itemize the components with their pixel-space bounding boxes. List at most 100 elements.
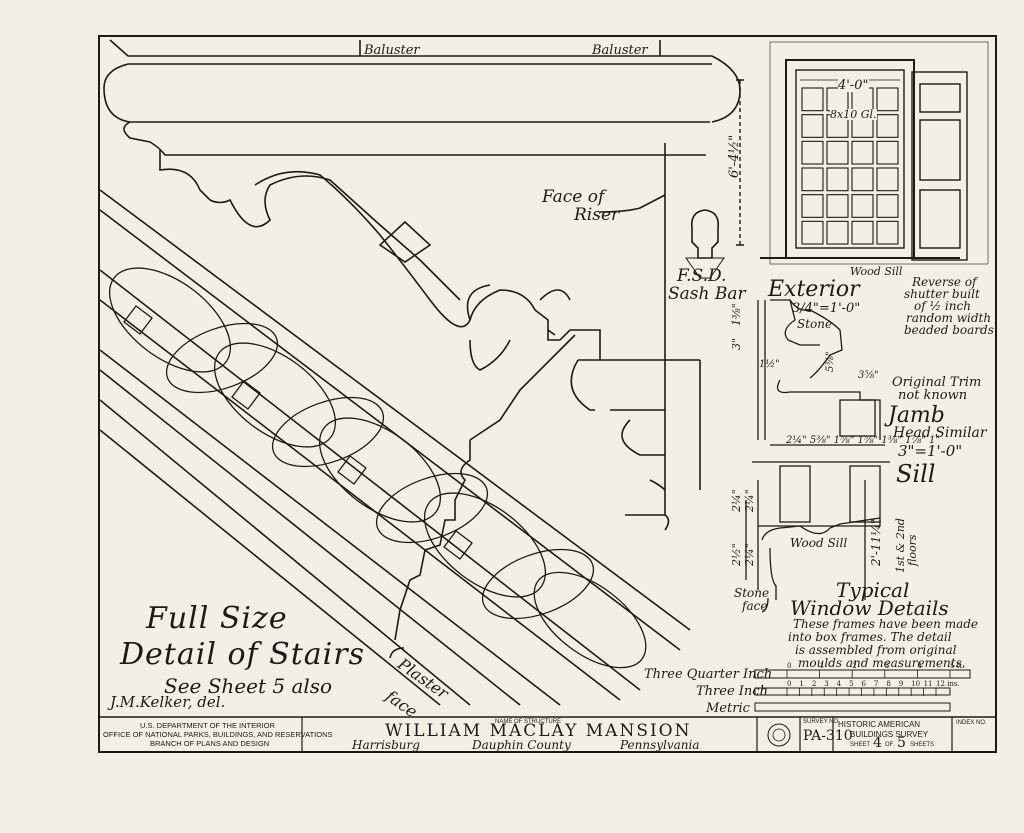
three-inch-scale-tick-label: 4 [837,680,842,688]
stair-note: See Sheet 5 also [164,674,333,698]
frames-note-3: is assembled from original [795,643,957,657]
frames-note-4: moulds and measurements. [798,656,966,670]
dept-line-3: BRANCH OF PLANS AND DESIGN [150,739,270,748]
shutter-note-3: of ½ inch [914,299,971,313]
window-pane [851,140,874,165]
window-pane [801,220,824,245]
delineator-credit: J.M.Kelker, del. [110,693,226,711]
window-glass-label: 8x10 Gl. [830,108,877,121]
jamb-dims: 2¼" 5⅜" 1⅝" 1⅝" 1⅜" 1⅞" 1" [786,435,940,446]
exterior-scale: 3/4"=1'-0" [792,301,861,316]
dim-2-1-4-c: 2¼" [743,543,756,566]
three-inch-scale-tick-label: 10 [911,680,920,688]
three-inch-scale-tick-label: 3 [824,680,828,688]
dim-1-3-8: 1⅜" [730,303,743,326]
shutter-note-5: beaded boards [904,323,994,337]
structure-name: WILLIAM MACLAY MANSION [385,721,692,741]
floor-note-2: floors [906,534,919,567]
shutter-note-2: shutter built [904,287,980,301]
window-pane [876,167,899,192]
sheet-border [98,35,997,753]
three-quarter-scale-tick-label: 5 ft. [950,662,964,670]
baluster-label-1: Baluster [364,43,420,58]
of-word: OF [885,742,894,748]
window-pane [826,140,849,165]
three-quarter-scale-tick-label: 3 [885,662,889,670]
three-inch-scale-tick-label: 12 ins. [936,680,960,688]
window-pane [826,194,849,218]
head-similar-label: Head Similar [893,425,987,441]
three-inch-scale-tick-label: 1 [799,680,803,688]
title-block-frame [99,716,996,752]
stone-face-label-1: Stone [734,586,770,600]
window-pane [876,140,899,165]
window-pane [876,220,899,245]
dept-line-2: OFFICE OF NATIONAL PARKS, BUILDINGS, AND… [103,730,333,739]
original-trim-label-2: not known [898,388,968,403]
three-inch-scale-tick-label: 5 [849,680,853,688]
window-pane [826,167,849,192]
stone-label: Stone [797,317,833,331]
original-trim-label-1: Original Trim [892,375,982,390]
window-pane [801,194,824,218]
three-inch-scale-tick-label: 11 [924,680,933,688]
typical-title-1: Typical [836,578,910,602]
three-quarter-scale-tick-label: 2 [852,662,856,670]
floor-note-1: 1st & 2nd [894,518,907,573]
stone-face-label-2: face [742,599,768,613]
window-pane [826,220,849,245]
baluster-label-2: Baluster [592,43,648,58]
sash-bar-label-2: Sash Bar [668,284,746,304]
survey-number: PA-310 [803,728,853,744]
window-height-dim: 6'-4½" [727,134,742,178]
sheet-word: SHEET [850,742,871,748]
jamb-sill-detail [745,299,890,613]
stair-detail-drawing [99,39,741,706]
window-pane [851,220,874,245]
sheets-word: SHEETS [910,742,935,748]
window-pane [876,114,899,138]
dim-5-3-8: 5⅜" [825,351,836,372]
three-quarter-scale-tick-label: 0 [787,662,791,670]
three-inch-scale-tick-label: 6 [862,680,867,688]
dim-2-1-4-a: 2¼" [730,489,743,512]
typical-title-2: Window Details [790,596,949,620]
sill-label: Sill [896,460,936,488]
window-elevation [736,41,989,265]
scale-three-quarter-label: Three Quarter Inch [644,667,773,682]
dept-line-1: U.S. DEPARTMENT OF THE INTERIOR [140,721,275,730]
sheet-total: 5 [897,735,906,751]
three-inch-scale-tick-label: 7 [874,680,878,688]
sash-bar-label: F.S.D. [677,266,727,286]
name-caption: NAME OF STRUCTURE [495,719,561,725]
three-inch-scale-tick-label: 2 [812,680,816,688]
index-caption: INDEX NO. [956,720,987,726]
scale-metric-label: Metric [706,701,750,716]
location-state: Pennsylvania [620,738,700,752]
three-inch-scale-tick-label: 9 [899,680,903,688]
scale-three-inch-label: Three Inch [696,684,768,699]
habs-line-1: HISTORIC AMERICAN [838,720,921,729]
habs-line-2: BUILDINGS SURVEY [850,730,929,739]
three-quarter-scale-tick-label: 4 [917,662,922,670]
wood-sill-label-2: Wood Sill [790,536,848,550]
dim-3-5-8: 3⅝" [858,370,879,381]
stair-title-line-1: Full Size [146,601,288,636]
stair-title-line-2: Detail of Stairs [120,637,365,672]
window-pane [801,140,824,165]
window-pane [801,167,824,192]
face-of-riser-label: Face of [542,187,605,207]
dim-3in: 3" [730,337,743,350]
scale-bars [754,669,971,712]
window-width-dim: 4'-0" [838,78,869,93]
face-of-riser-label-2: Riser [574,205,620,225]
window-pane [851,167,874,192]
three-inch-scale-tick-label: 8 [886,680,890,688]
jamb-scale: 3"=1'-0" [898,442,963,460]
floor-dim: 2'-11¼" [869,518,883,566]
window-wood-sill-label: Wood Sill [850,265,903,278]
location-county: Dauphin County [472,738,571,752]
frames-note-2: into box frames. The detail [788,630,952,644]
survey-caption: SURVEY NO. [803,719,840,725]
